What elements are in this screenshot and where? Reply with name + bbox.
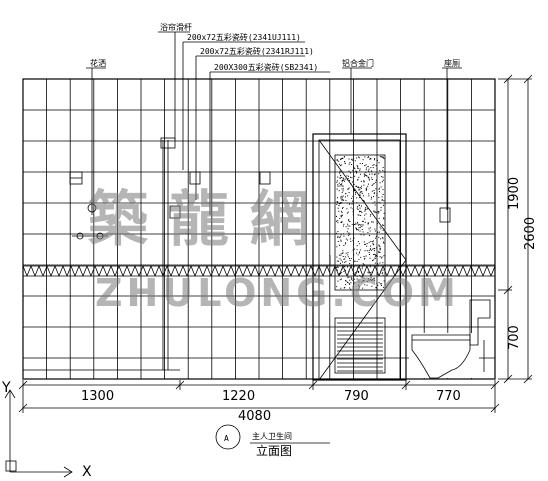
watermark-en: ZHULONG.COM (95, 271, 460, 315)
callout-leaders (86, 31, 462, 215)
toilet (409, 299, 491, 379)
dim-bottom-2: 1220 (222, 389, 255, 404)
towel-hooks (169, 171, 451, 223)
title-block (215, 424, 330, 450)
callout-right-fixture: 座厕 (444, 58, 460, 68)
dim-right-1: 1900 (507, 177, 522, 210)
ucs-icon (4, 389, 73, 478)
title-main: 立面图 (256, 443, 292, 458)
dim-right-3: 700 (507, 325, 522, 350)
tile-grid (23, 79, 495, 379)
callout-tile3: 200X300五彩瓷砖(SB2341) (214, 62, 318, 72)
callout-tile1: 200x72五彩瓷砖(2341UJ111) (187, 32, 301, 42)
title-marker: A (224, 434, 229, 443)
dim-total: 4080 (238, 409, 271, 424)
shower-fixture (69, 150, 108, 240)
title-small: 主人卫生间 (252, 431, 292, 441)
shower-rail (160, 137, 176, 370)
right-dimensions (498, 74, 533, 384)
callout-tile2: 200x72五彩瓷砖(2341RJ111) (200, 46, 314, 56)
axis-x-label: X (82, 464, 92, 480)
axis-y-label: Y (1, 380, 11, 396)
watermark-cn: 築 龍 網 (88, 185, 310, 255)
dim-bottom-4: 770 (436, 389, 461, 404)
border-band (22, 265, 496, 277)
bottom-dimensions (18, 380, 500, 413)
dim-right-2: 2600 (523, 217, 538, 250)
dim-bottom-3: 790 (344, 389, 369, 404)
callout-door: 铝合金门 (342, 58, 374, 68)
callout-rail: 浴帘滑杆 (160, 22, 192, 32)
door (312, 133, 407, 381)
callout-left-fixture: 花洒 (90, 58, 106, 68)
dim-bottom-1: 1300 (81, 389, 114, 404)
